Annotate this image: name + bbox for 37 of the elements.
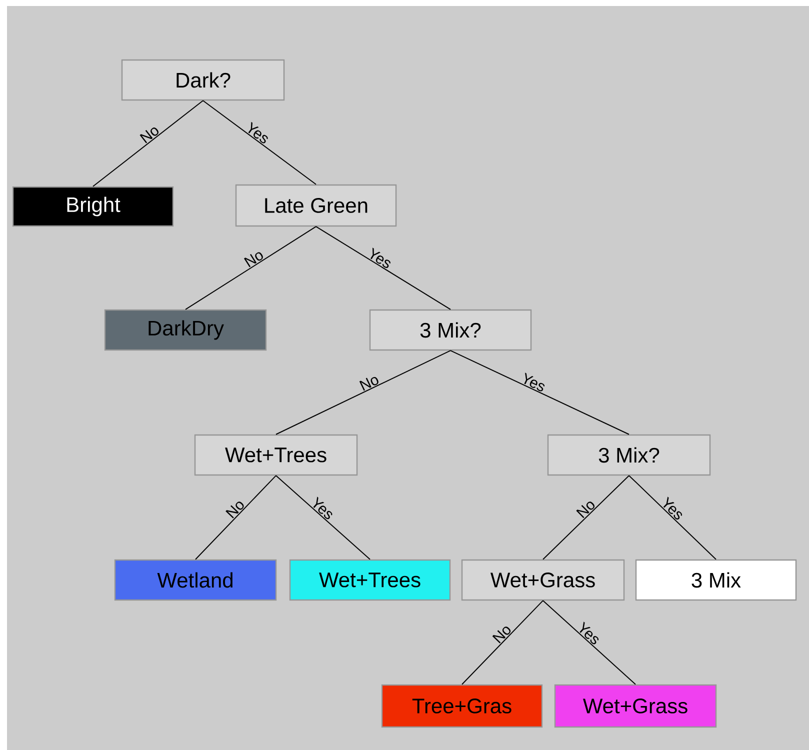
edge-label: No <box>359 377 378 391</box>
branch-line <box>450 350 630 435</box>
edge-label: No <box>492 626 511 644</box>
branch-line <box>202 100 316 185</box>
class-box: Tree+Gras <box>381 684 543 728</box>
class-box: Wet+Trees <box>289 559 451 601</box>
edge-label: Yes <box>580 622 599 644</box>
class-box: Wet+Grass <box>554 684 717 728</box>
edge-label: Yes <box>663 496 682 520</box>
class-box: Bright <box>12 186 174 227</box>
decision-box: Wet+Trees <box>194 434 358 476</box>
branch-line <box>195 475 276 560</box>
decision-box: 3 Mix? <box>547 434 711 476</box>
branch-line <box>276 350 451 435</box>
edge-label: Yes <box>524 372 545 392</box>
edge-label: Yes <box>248 122 268 144</box>
edge-label: Yes <box>370 248 390 268</box>
edge-label: No <box>226 502 244 518</box>
class-box: DarkDry <box>104 309 267 351</box>
edge-label: No <box>576 502 594 518</box>
decision-box: Dark? <box>121 59 285 101</box>
class-box: Wetland <box>114 559 277 601</box>
branch-line <box>92 100 204 187</box>
edge-label: No <box>244 252 263 268</box>
edge-label: Yes <box>313 496 332 520</box>
branch-line <box>316 226 451 310</box>
branch-line <box>462 600 544 685</box>
branch-line <box>628 475 716 560</box>
branch-line <box>542 475 630 560</box>
branch-line <box>276 475 370 560</box>
branch-line <box>542 600 636 685</box>
edge-label: No <box>140 128 158 144</box>
class-box: Wet+Grass <box>461 559 625 601</box>
decision-box: 3 Mix? <box>369 309 532 351</box>
decision-box: Late Green <box>235 184 397 227</box>
branch-line <box>185 226 316 310</box>
class-box: 3 Mix <box>635 559 797 601</box>
